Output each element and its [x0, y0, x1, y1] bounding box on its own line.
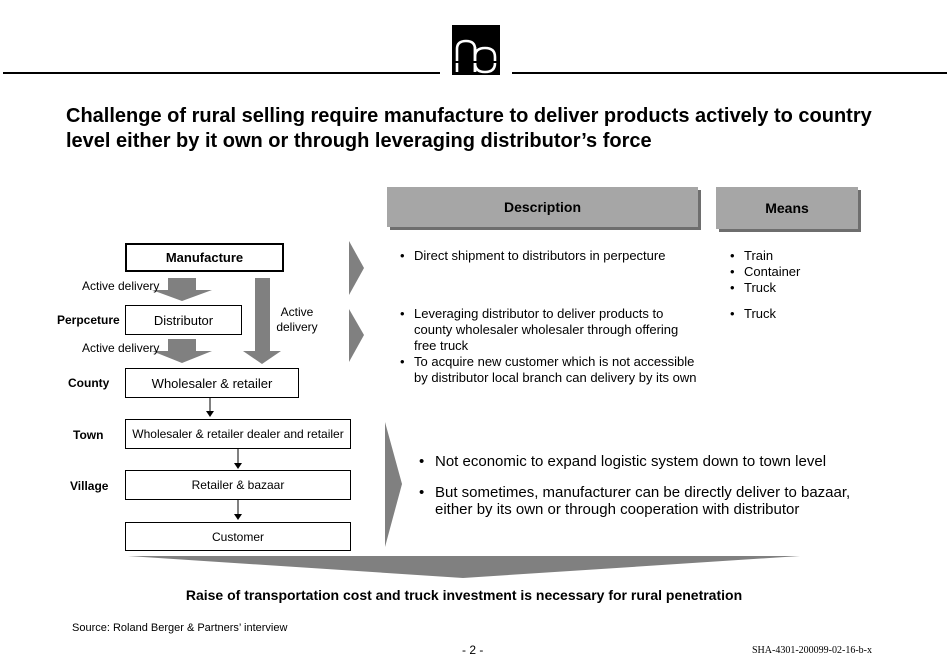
active-side-line1: Active — [280, 305, 314, 319]
conclusion-text: Raise of transportation cost and truck i… — [185, 587, 743, 603]
town-box-label: Wholesaler & retailer dealer and retaile… — [132, 427, 344, 441]
description-row3: Not economic to expand logistic system d… — [416, 453, 856, 518]
top-rule-left — [3, 72, 440, 74]
means-row2-item: Truck — [727, 306, 857, 322]
means-header-label: Means — [765, 200, 809, 216]
page-number: - 2 - — [462, 643, 484, 657]
town-box: Wholesaler & retailer dealer and retaile… — [125, 419, 351, 449]
active-delivery-arrow-1 — [152, 278, 212, 301]
level-county: County — [68, 376, 110, 390]
description-row3-item: But sometimes, manufacturer can be direc… — [416, 484, 856, 518]
description-row1-item: Direct shipment to distributors in perpe… — [397, 248, 697, 264]
active-delivery-side-label: Active delivery — [274, 305, 320, 335]
row3-chevron — [385, 422, 402, 547]
active-delivery-label-1: Active delivery — [82, 279, 160, 293]
description-header-label: Description — [503, 199, 581, 215]
customer-label: Customer — [211, 529, 264, 544]
source-note: Source: Roland Berger & Partners’ interv… — [72, 622, 288, 634]
active-delivery-side-arrow — [243, 278, 281, 364]
wholesaler-box: Wholesaler & retailer — [125, 368, 299, 398]
village-box: Retailer & bazaar — [125, 470, 351, 500]
document-id: SHA-4301-200099-02-16-b-x — [752, 645, 872, 656]
description-row3-item: Not economic to expand logistic system d… — [416, 453, 856, 470]
means-row2: Truck — [727, 306, 857, 322]
level-town: Town — [73, 428, 104, 442]
conclusion-funnel — [128, 556, 800, 578]
manufacture-box: Manufacture — [125, 243, 284, 272]
manufacture-label: Manufacture — [165, 250, 244, 265]
description-row1: Direct shipment to distributors in perpe… — [397, 248, 697, 264]
description-row2-item: To acquire new customer which is not acc… — [397, 354, 697, 386]
active-delivery-arrow-2 — [152, 339, 212, 363]
rb-logo — [452, 25, 500, 75]
row2-chevron — [349, 309, 364, 362]
active-delivery-label-2: Active delivery — [82, 341, 160, 355]
means-row1: Train Container Truck — [727, 248, 857, 296]
means-row1-item: Truck — [727, 280, 857, 296]
means-row1-item: Train — [727, 248, 857, 264]
level-village: Village — [70, 479, 109, 493]
description-row2-item: Leveraging distributor to deliver produc… — [397, 306, 697, 354]
village-box-label: Retailer & bazaar — [191, 478, 285, 492]
top-rule-right — [512, 72, 947, 74]
distributor-label: Distributor — [153, 312, 214, 328]
customer-box: Customer — [125, 522, 351, 551]
description-row2: Leveraging distributor to deliver produc… — [397, 306, 697, 386]
distributor-box: Distributor — [125, 305, 242, 335]
row1-chevron — [349, 241, 364, 295]
description-header: Description — [387, 187, 698, 227]
level-perpceture: Perpceture — [57, 313, 120, 327]
means-header: Means — [716, 187, 858, 229]
means-row1-item: Container — [727, 264, 857, 280]
page-title: Challenge of rural selling require manuf… — [66, 105, 872, 152]
wholesaler-label: Wholesaler & retailer — [151, 375, 273, 391]
active-side-line2: delivery — [276, 320, 318, 334]
